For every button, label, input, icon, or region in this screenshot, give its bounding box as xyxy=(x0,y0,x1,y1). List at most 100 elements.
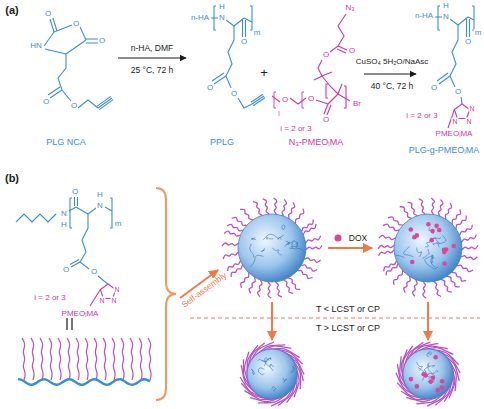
dox-dot xyxy=(428,379,433,384)
polymer-structure-bonds xyxy=(70,198,112,228)
dox-dot xyxy=(426,222,431,227)
graft-copolymer-bonds xyxy=(450,76,455,87)
plg-core-chain xyxy=(425,241,430,246)
process-arrow xyxy=(427,302,429,340)
plg-core-chain xyxy=(417,248,422,257)
dox-dot xyxy=(412,235,417,240)
condition-label: 25 °C, 72 h xyxy=(130,66,175,75)
plg-core-chain xyxy=(427,352,432,356)
pmeoma-chain xyxy=(49,338,52,380)
dox-dot xyxy=(431,375,436,380)
panel-label: (a) xyxy=(4,5,19,16)
condition-label: T > LCST or CP xyxy=(315,324,381,333)
graft-copolymer-bonds xyxy=(435,6,474,104)
graft-copolymer-bonds xyxy=(450,25,458,76)
dox-dot xyxy=(335,235,342,242)
block-name: PMEOᵢMA xyxy=(435,130,474,138)
pmeoma-chain xyxy=(22,338,25,380)
polymer-structure-bonds xyxy=(75,197,78,206)
azide-polymer-bonds xyxy=(274,92,304,108)
repeat-note: i = 2 or 3 xyxy=(33,294,66,302)
plg-core-chain xyxy=(424,259,437,269)
pmeoma-chain xyxy=(121,338,124,380)
condition-label: T < LCST or CP xyxy=(315,305,381,314)
nca-bonds xyxy=(62,90,71,101)
nca-bonds xyxy=(97,96,113,109)
graft-copolymer-bonds xyxy=(437,73,450,84)
plg-core-chain xyxy=(252,238,256,240)
azide-polymer-bonds xyxy=(328,94,338,104)
plg-core-chain xyxy=(265,361,273,371)
dox-dot xyxy=(442,250,447,255)
azide-polymer-bonds xyxy=(316,100,328,104)
plus-sign: + xyxy=(259,66,269,79)
plg-core-chain xyxy=(395,254,404,258)
pmeoma-chain xyxy=(94,338,97,380)
dox-dot xyxy=(409,227,414,232)
atom-label: n-HA xyxy=(190,14,210,22)
dox-dot xyxy=(409,377,414,382)
plg-core-chain xyxy=(285,241,289,247)
atom-label: O xyxy=(71,188,79,196)
plg-core-chain xyxy=(264,358,271,366)
reaction-arrow xyxy=(118,57,186,58)
atom-label: N xyxy=(465,118,472,125)
nca-bonds xyxy=(58,54,66,90)
plg-core-chain xyxy=(431,255,435,267)
pplg-bonds xyxy=(251,94,265,105)
micelle xyxy=(240,342,304,406)
atom-label: N xyxy=(98,297,105,304)
atom-label: N xyxy=(113,286,120,293)
polymer-structure-bonds xyxy=(70,260,80,268)
atom-label: N xyxy=(442,13,450,21)
pplg-bonds xyxy=(243,20,246,37)
panel-label: (b) xyxy=(4,173,20,184)
dox-dot xyxy=(442,261,447,266)
plg-core-chain xyxy=(427,362,429,366)
micelle xyxy=(222,198,478,406)
plg-core-chain xyxy=(283,378,286,383)
graft-copolymer-bonds xyxy=(435,17,474,25)
dox-dot xyxy=(440,385,445,390)
azide-polymer-bonds xyxy=(272,14,350,115)
micelle-core xyxy=(403,349,453,399)
azide-polymer-bonds xyxy=(326,84,346,108)
compound-name: N₃-PMEOᵢMA xyxy=(288,138,345,147)
nca-bonds xyxy=(86,39,98,43)
pplg-bonds xyxy=(238,98,252,108)
dox-dot xyxy=(410,260,415,265)
plg-core-chain xyxy=(251,358,302,392)
polymer-structure-bonds xyxy=(80,214,88,262)
atom-label: O xyxy=(62,266,70,274)
repeat-index: m xyxy=(474,29,483,37)
pmeoma-chain xyxy=(240,342,304,406)
plg-core-chain xyxy=(270,364,274,366)
azide-polymer-bonds xyxy=(324,104,331,115)
process-arrow xyxy=(180,248,428,340)
reagent-label: CuSO₄ 5H₂O/NaAsc xyxy=(355,58,430,66)
reagent-label: n-HA, DMF xyxy=(130,44,175,53)
azide-polymer-bonds xyxy=(318,60,322,76)
plg-core-chain xyxy=(266,237,273,240)
nca-bonds xyxy=(48,87,62,98)
atom-label: O xyxy=(322,51,330,59)
compound-name: PLG-g-PMEOᵢMA xyxy=(408,146,480,155)
plg-core-chain xyxy=(292,242,298,247)
plg-core-chain xyxy=(433,243,439,247)
pmeoma-chain xyxy=(148,338,151,380)
atom-label: H xyxy=(218,3,226,11)
atom-label: O xyxy=(44,10,52,18)
atom-label: H xyxy=(60,221,68,229)
pplg-bonds xyxy=(211,6,265,108)
repeat-index: i xyxy=(277,110,281,117)
arrow-label: Self-assembly xyxy=(179,270,229,310)
plg-core-chain xyxy=(251,369,254,375)
pplg-bonds xyxy=(226,76,231,88)
pmeoma-chain xyxy=(40,338,43,380)
micelle xyxy=(222,198,322,298)
plg-core-chain xyxy=(261,248,264,251)
micelle xyxy=(378,198,478,298)
nca-bonds xyxy=(44,18,113,110)
plg-core-chain xyxy=(258,368,264,375)
